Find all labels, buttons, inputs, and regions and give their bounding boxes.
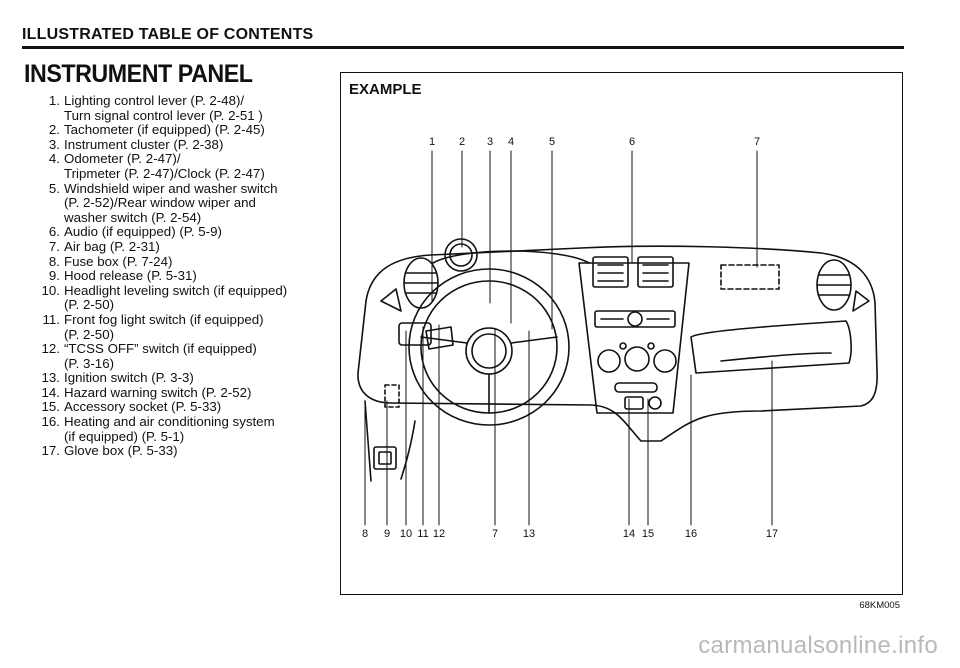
- toc-item-text: Hazard warning switch (P. 2-52): [64, 384, 252, 400]
- toc-item-text: Air bag (P. 2-31): [64, 238, 160, 254]
- callout-number: 14: [623, 528, 635, 540]
- toc-item-text: “TCSS OFF” switch (if equipped): [64, 341, 257, 357]
- callout-number: 8: [362, 528, 368, 540]
- toc-item: 6.Audio (if equipped) (P. 5-9): [30, 225, 330, 240]
- toc-item: 8.Fuse box (P. 7-24): [30, 253, 330, 270]
- toc-item-text: (P. 3-16): [64, 355, 115, 371]
- toc-item-text: Front fog light switch (if equipped): [64, 311, 264, 327]
- toc-item-number: 14.: [41, 384, 61, 400]
- example-figure: EXAMPLE: [340, 72, 903, 611]
- toc-item-text: Audio (if equipped) (P. 5-9): [64, 224, 222, 240]
- toc-item-text: Accessory socket (P. 5-33): [64, 399, 222, 415]
- callout-number: 5: [549, 136, 555, 148]
- toc-item-number: 17.: [41, 443, 61, 459]
- callout-number: 17: [766, 528, 778, 540]
- callout-number: 7: [492, 528, 498, 540]
- figure-code: 68KM005: [859, 600, 900, 611]
- toc-item-number: 4.: [48, 151, 60, 167]
- callout-number: 15: [642, 528, 654, 540]
- toc-item-number: 3.: [48, 136, 60, 152]
- dashboard-drawing: [357, 238, 878, 482]
- toc-item-text: washer switch (P. 2-54): [64, 209, 202, 225]
- toc-item-text: (P. 2-50): [64, 297, 115, 313]
- callout-number: 6: [629, 136, 635, 148]
- toc-item: 17.Glove box (P. 5-33): [30, 444, 330, 459]
- toc-item-number: 12.: [41, 341, 61, 357]
- toc-item: 9.Hood release (P. 5-31): [30, 269, 330, 284]
- toc-item-number: 9.: [48, 268, 60, 284]
- toc-item: 1. Lighting control lever (P. 2-48)/Turn …: [30, 93, 330, 123]
- toc-item-number: 2.: [48, 122, 60, 138]
- toc-item-number: 5.: [48, 180, 60, 196]
- toc-item-text: Fuse box (P. 7-24): [64, 253, 173, 269]
- toc-item-number: 8.: [48, 253, 60, 269]
- toc-item-text: (P. 2-52)/Rear window wiper and: [64, 195, 256, 211]
- toc-item: 13.Ignition switch (P. 3-3): [30, 371, 330, 386]
- toc-item: 7.Air bag (P. 2-31): [30, 238, 330, 255]
- toc-item-text: Glove box (P. 5-33): [64, 443, 178, 459]
- toc-item-text: Turn signal control lever (P. 2-51 ): [64, 107, 263, 123]
- toc-item-text: Odometer (P. 2-47)/: [64, 151, 181, 167]
- toc-item-number: 6.: [48, 224, 60, 240]
- toc-item-number: 16.: [41, 414, 61, 430]
- callout-number: 1: [429, 136, 435, 148]
- toc-item-text: Windshield wiper and washer switch: [64, 180, 278, 196]
- toc-item-number: 13.: [41, 370, 61, 386]
- toc-item-text: Tachometer (if equipped) (P. 2-45): [64, 122, 265, 138]
- callout-number: 12: [433, 528, 445, 540]
- toc-item: 5.Windshield wiper and washer switch(P. …: [30, 180, 330, 226]
- toc-item-number: 7.: [48, 238, 60, 254]
- toc-item: 3.Instrument cluster (P. 2-38): [30, 136, 330, 153]
- toc-item: 12.“TCSS OFF” switch (if equipped)(P. 3-…: [30, 341, 330, 371]
- watermark: carmanualsonline.info: [698, 632, 938, 659]
- callout-number: 4: [508, 136, 514, 148]
- toc-item-number: 10.: [41, 282, 61, 298]
- toc-item: 10.Headlight leveling switch (if equippe…: [30, 282, 330, 313]
- toc-item-text: Hood release (P. 5-31): [64, 268, 197, 284]
- callout-number: 13: [523, 528, 535, 540]
- toc-item-text: Heating and air conditioning system: [64, 414, 275, 430]
- toc-item-text: Tripmeter (P. 2-47)/Clock (P. 2-47): [64, 165, 265, 181]
- toc-item-text: Ignition switch (P. 3-3): [64, 370, 194, 386]
- toc-item-text: Headlight leveling switch (if equipped): [64, 282, 288, 298]
- toc-item-text: (if equipped) (P. 5-1): [64, 428, 185, 444]
- toc-item: 4.Odometer (P. 2-47)/Tripmeter (P. 2-47)…: [30, 152, 330, 181]
- toc-item-text: Lighting control lever (P. 2-48)/: [64, 93, 245, 108]
- section-title: ILLUSTRATED TABLE OF CONTENTS: [22, 26, 314, 43]
- toc-item-number: 1.: [48, 93, 60, 108]
- toc-item: 16.Heating and air conditioning system(i…: [30, 414, 330, 444]
- callout-number: 2: [459, 136, 465, 148]
- toc-item-number: 15.: [41, 399, 61, 415]
- toc-item-number: 11.: [42, 311, 61, 327]
- toc-item: 14.Hazard warning switch (P. 2-52): [30, 384, 330, 401]
- callout-leaders: [364, 150, 773, 526]
- page-heading: INSTRUMENT PANEL: [24, 60, 253, 88]
- callout-number: 9: [384, 528, 390, 540]
- header-rule: [22, 46, 904, 49]
- toc-item-text: Instrument cluster (P. 2-38): [64, 136, 224, 152]
- toc-item: 15.Accessory socket (P. 5-33): [30, 400, 330, 415]
- toc-item: 11.Front fog light switch (if equipped)(…: [30, 311, 330, 342]
- callout-number: 11: [417, 528, 428, 540]
- toc-item: 2.Tachometer (if equipped) (P. 2-45): [30, 123, 330, 138]
- toc-item-text: (P. 2-50): [64, 326, 115, 342]
- callout-number: 7: [754, 136, 760, 148]
- callout-number: 16: [685, 528, 697, 540]
- callout-number: 10: [400, 528, 412, 540]
- callout-number: 3: [487, 136, 493, 148]
- toc-list: 1. Lighting control lever (P. 2-48)/Turn …: [30, 93, 330, 459]
- example-label: EXAMPLE: [349, 81, 422, 98]
